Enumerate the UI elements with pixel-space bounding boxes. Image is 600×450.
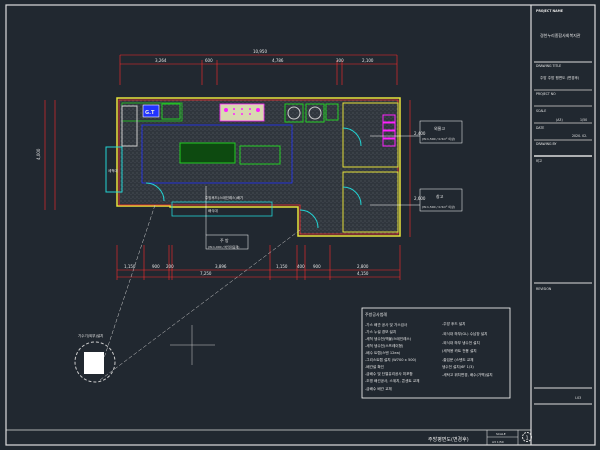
dimensions-top-total: 10,950 xyxy=(253,49,267,54)
dimensions-bottom xyxy=(116,245,401,280)
title-block-revision-label: REVISION xyxy=(536,287,552,291)
title-block-scale-label: SCALE xyxy=(536,109,546,113)
title-block-note-label: 비고 xyxy=(536,158,542,163)
notes-title: 주방공사범례 xyxy=(365,311,387,317)
notes-left-2: -세척 냉수전(벽붙/스테인레스) xyxy=(365,336,412,341)
room-label-outer-storage: 외물고 (W:1,500 / 0.5m² 이상) xyxy=(419,120,463,144)
notes-left-4: -배수 트랩(스텐 12ea) xyxy=(365,350,401,355)
rooms-storage-spec: (W:1,500 / 0.5m² 이상) xyxy=(422,204,455,209)
dimensions-bottom-0: 1,150 xyxy=(124,264,136,269)
notes-left-3: -세척 냉수전(스프레이형) xyxy=(365,343,404,348)
notes-left-7: -급배수 및 단열유리공사 미포함 xyxy=(365,371,413,376)
dimensions-bottom-4: 1,150 xyxy=(276,264,288,269)
room-label-kitchen: 주 방 (W:1,000 / 바닥마감재) xyxy=(205,186,249,250)
rooms-hood: 주방후드(스테인레스)배기 xyxy=(205,195,243,200)
dimensions-bottom-5: 400 xyxy=(297,264,305,269)
detail-callout: 기수기(외부)설치 xyxy=(74,333,116,383)
dimensions-top-2: 4,786 xyxy=(272,58,284,63)
dimensions-left: 4,000 xyxy=(36,148,41,160)
construction-notes: 주방공사범례 xyxy=(361,307,511,399)
dimensions-bottom-1: 900 xyxy=(152,264,160,269)
title-block-scale-a3: (A3) xyxy=(556,118,563,122)
dimensions-top-0: 3,264 xyxy=(155,58,167,63)
rooms-counter: 배식대 xyxy=(208,208,218,213)
footer-number: 1 xyxy=(526,436,529,442)
notes-right-4: -출입문 (스텐도 교체 xyxy=(442,357,473,362)
footer-scale-value: A3 1/50 xyxy=(492,440,504,444)
dimensions-top xyxy=(119,54,398,85)
notes-left-1: -가스 누설 경보 설치 xyxy=(365,329,396,334)
title-block-project-no-label: PROJECT NO xyxy=(536,92,556,96)
dimensions-top-4: 2,100 xyxy=(362,58,374,63)
title-block-drawing-title-label: DRAWING TITLE xyxy=(536,64,561,68)
footer-scale-label: SCALE xyxy=(496,432,506,436)
rooms-outer-storage-name: 외물고 xyxy=(434,125,445,131)
title-block-date-value: 2020. 02. xyxy=(572,134,587,138)
dimensions-bottom-total-1: 4,150 xyxy=(357,271,369,276)
notes-right-5: 냉수전 설치(6F 1/3) xyxy=(442,364,474,369)
dimensions-bottom-3: 3,896 xyxy=(215,264,227,269)
notes-right-2: -외식대 하부 냉수전 설치 xyxy=(442,340,480,345)
notes-right-1: -외식대 하부(GL) 수납장 설치 xyxy=(442,331,487,336)
rooms-detail-label: 기수기(외부)설치 xyxy=(78,333,103,338)
notes-left-9: -급배수 배관 교체 xyxy=(365,386,392,391)
notes-right-0: -주방 후드 설치 xyxy=(442,321,465,326)
notes-left-5: -그리스트랩 설치 (W700 x 500) xyxy=(365,357,417,362)
notes-left-0: -가스 배관 공사 및 가스검사 xyxy=(365,322,408,327)
rooms-equipment-tag: G.T xyxy=(145,110,155,116)
grease-trap xyxy=(142,104,160,118)
title-block-project-name: 경천누리종합사회복지관 xyxy=(540,32,581,38)
rooms-outer-storage-spec: (W:1,500 / 0.5m² 이상) xyxy=(422,136,455,141)
notes-left-6: -배관설 확인 xyxy=(365,364,384,369)
sheet-frame xyxy=(5,4,596,446)
title-block-scale-value: 1/50 xyxy=(580,118,587,122)
room-label-storage: 창고 (W:1,500 / 0.5m² 이상) xyxy=(419,188,463,212)
floor-plan: G.T 세척대 배식대 주방후드(스테인레스)배기 xyxy=(105,97,401,237)
footer-drawing-name: 주방평면도(변경후) xyxy=(428,436,469,443)
title-block: PROJECT NAME 경천누리종합사회복지관 DRAWING TITLE 주… xyxy=(534,9,592,405)
dimensions-bottom-2: 200 xyxy=(166,264,174,269)
notes-left-8: -조명 배선공사, 스위치, 콘센트 교체 xyxy=(365,378,419,383)
rooms-storage-name: 창고 xyxy=(436,193,444,199)
title-block-drawn-by-label: DRAWING BY xyxy=(536,142,557,146)
rooms-kitchen-name: 주 방 xyxy=(220,237,229,243)
drawing-footer: 주방평면도(변경후) SCALE A3 1/50 1 xyxy=(428,430,532,445)
rooms-kitchen-spec: (W:1,000 / 바닥마감재) xyxy=(208,244,239,249)
dimensions-top-3: 300 xyxy=(336,58,344,63)
title-block-project-label: PROJECT NAME xyxy=(536,9,563,13)
title-block-sheet-no: I-03 xyxy=(575,396,581,400)
title-block-date-label: DATE xyxy=(536,126,544,130)
title-block-drawing-title: 주방 주방 평면도 (변경후) xyxy=(540,75,580,80)
dimensions-bottom-6: 900 xyxy=(313,264,321,269)
notes-right-3: (세척용 카트 전용 설치 xyxy=(442,348,477,353)
dimensions-top-1: 600 xyxy=(205,58,213,63)
notes-right-6: -세탁고 위치변경, 배수(가벽)설치 xyxy=(442,372,493,377)
dimensions-bottom-7: 2,800 xyxy=(357,264,369,269)
range xyxy=(219,103,265,122)
dimensions-bottom-total-0: 7,250 xyxy=(200,271,212,276)
rooms-wash: 세척대 xyxy=(108,168,118,173)
